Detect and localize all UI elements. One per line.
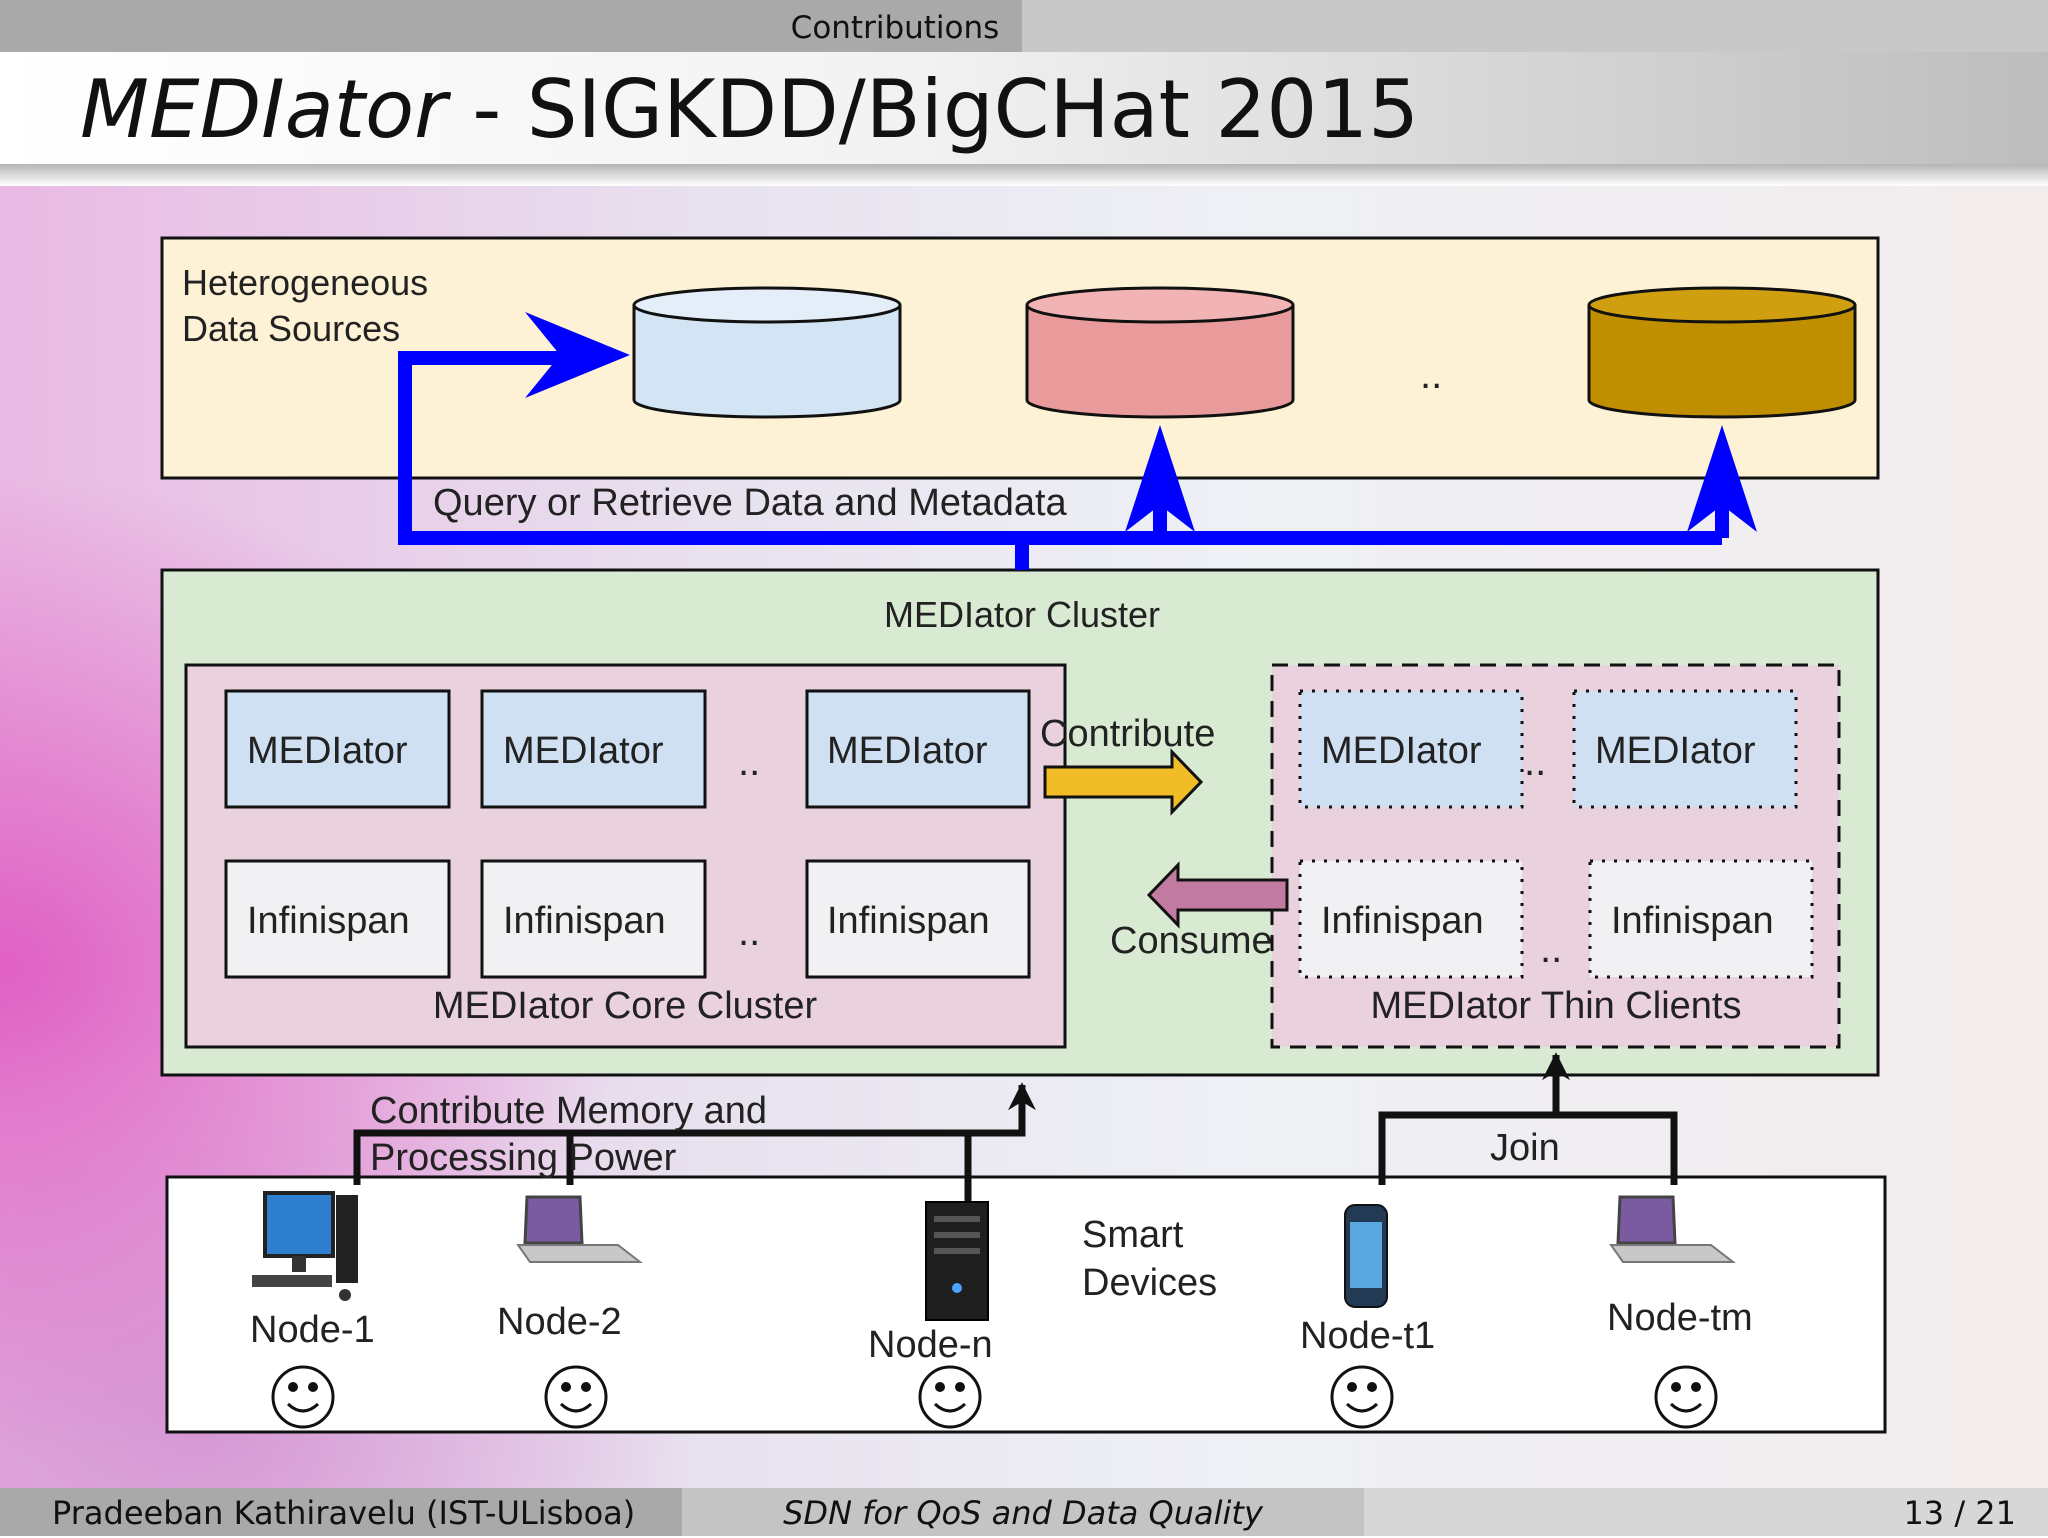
infinispan-node-box <box>224 859 451 979</box>
smiley-face-icon <box>1330 1365 1394 1429</box>
frame-title-rest: - SIGKDD/BigCHat 2015 <box>447 63 1420 156</box>
mediator-label: MEDIator <box>1595 730 1756 772</box>
smart-devices-box <box>165 1175 1887 1434</box>
ellipsis: .. <box>738 740 760 784</box>
core-cluster-label: MEDIator Core Cluster <box>433 985 818 1027</box>
smiley-face-icon <box>544 1365 608 1429</box>
database-icon-1 <box>632 286 902 419</box>
desktop-computer-icon <box>252 1191 358 1301</box>
mediator-node-box <box>224 689 451 809</box>
contribute-memory-line2: Processing Power <box>370 1137 677 1179</box>
contribution-lines <box>353 1052 1678 1208</box>
infinispan-label: Infinispan <box>247 900 410 942</box>
database-icon-3 <box>1587 286 1857 419</box>
mediator-label: MEDIator <box>247 730 408 772</box>
smiley-face-icon <box>1654 1365 1718 1429</box>
mediator-label: MEDIator <box>827 730 988 772</box>
sources-label-line1: Heterogeneous <box>182 262 428 303</box>
query-arrowhead <box>1687 425 1757 532</box>
frame-title-italic: MEDIator <box>80 63 447 156</box>
page-number: 13 / 21 <box>1903 1494 2016 1532</box>
mediator-node-box <box>805 689 1031 809</box>
smart-devices-line2: Devices <box>1082 1262 1217 1304</box>
footer-author-segment <box>0 1488 682 1536</box>
query-arrowhead <box>525 312 630 398</box>
node-label: Node-1 <box>250 1309 375 1351</box>
smiley-face-icon <box>918 1365 982 1429</box>
smiley-face-icon <box>271 1365 335 1429</box>
smart-devices-line1: Smart <box>1082 1214 1184 1256</box>
title-shadow <box>0 164 2048 186</box>
header-section-segment <box>0 0 1022 52</box>
thin-mediator-box <box>1572 689 1798 809</box>
query-arrowhead <box>1125 425 1195 532</box>
mediator-node-box <box>480 689 707 809</box>
infinispan-label: Infinispan <box>1321 900 1484 942</box>
laptop-icon <box>1609 1195 1736 1263</box>
consume-label: Consume <box>1110 920 1273 962</box>
consume-arrow <box>1146 861 1289 929</box>
infinispan-label: Infinispan <box>503 900 666 942</box>
infinispan-label: Infinispan <box>1611 900 1774 942</box>
node-label: Node-tm <box>1607 1297 1753 1339</box>
ellipsis: .. <box>1540 927 1562 971</box>
laptop-icon <box>516 1195 643 1263</box>
database-icon-2 <box>1025 286 1295 419</box>
footer-talk-title: SDN for QoS and Data Quality <box>783 1494 1263 1532</box>
footer-title-segment <box>682 1488 1364 1536</box>
thin-infinispan-box <box>1588 859 1814 979</box>
ellipsis: .. <box>738 910 760 954</box>
footer-author: Pradeeban Kathiravelu (IST-ULisboa) <box>52 1494 636 1532</box>
sources-ellipsis: .. <box>1420 353 1442 397</box>
mediator-label: MEDIator <box>1321 730 1482 772</box>
sources-label-line2: Data Sources <box>182 308 400 349</box>
node-label: Node-2 <box>497 1301 622 1343</box>
contribute-label: Contribute <box>1040 713 1215 755</box>
contribute-arrow <box>1043 748 1204 816</box>
thin-mediator-box <box>1298 689 1524 809</box>
title-bar <box>0 52 2048 164</box>
ellipsis: .. <box>1524 740 1546 784</box>
section-title[interactable]: Contributions <box>790 10 1000 46</box>
infinispan-label: Infinispan <box>827 900 990 942</box>
infinispan-node-box <box>480 859 707 979</box>
query-label: Query or Retrieve Data and Metadata <box>433 482 1068 524</box>
mediator-label: MEDIator <box>503 730 664 772</box>
thin-clients-label: MEDIator Thin Clients <box>1371 985 1742 1027</box>
cluster-label: MEDIator Cluster <box>884 594 1160 635</box>
node-label: Node-n <box>868 1324 993 1366</box>
join-label: Join <box>1490 1127 1560 1169</box>
contribute-memory-line1: Contribute Memory and <box>370 1090 767 1132</box>
node-label: Node-t1 <box>1300 1315 1435 1357</box>
server-tower-icon <box>925 1201 989 1321</box>
thin-infinispan-box <box>1298 859 1524 979</box>
smartphone-icon <box>1344 1204 1388 1308</box>
frame-title: MEDIator - SIGKDD/BigCHat 2015 <box>80 62 1419 158</box>
infinispan-node-box <box>805 859 1031 979</box>
